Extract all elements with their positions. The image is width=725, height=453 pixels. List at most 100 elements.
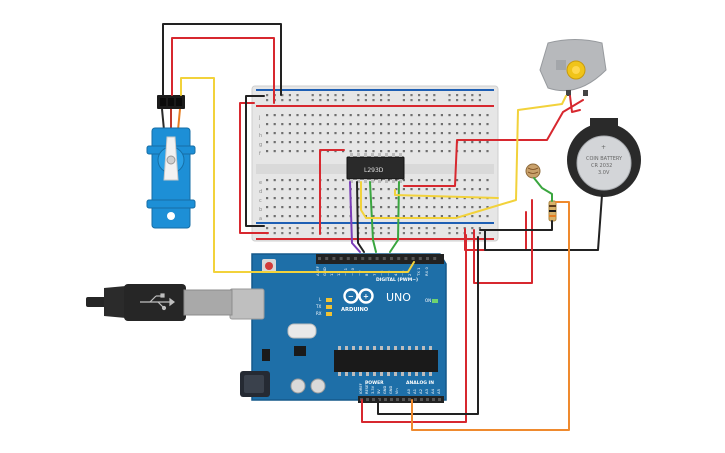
hole [478,99,481,102]
hole [418,132,421,135]
capacitor [310,378,326,394]
hole [387,188,390,191]
hole [366,372,369,376]
hole [448,132,451,135]
hole [311,123,314,126]
hole [425,132,428,135]
wire-rail-black-left [245,95,265,227]
battery-label-line3: 3.0V [598,170,610,176]
hole [304,123,307,126]
hole [418,215,421,218]
hole [399,153,402,157]
hole [266,123,269,126]
usb-plug-metal [183,289,233,316]
hole [486,141,489,144]
hole [326,215,329,218]
hole [478,232,481,235]
hole [288,123,291,126]
pin-label: A4 [430,388,435,394]
hole [425,206,428,209]
hole [311,99,314,102]
hole [463,188,466,191]
hole [486,150,489,153]
hole [418,141,421,144]
hole [463,114,466,117]
hole [414,398,417,401]
hole [433,94,436,97]
hole [326,141,329,144]
hole [364,197,367,200]
hole [402,132,405,135]
hole [385,179,388,183]
hole [266,227,269,230]
wire-ldr-red [473,199,533,284]
hole [387,227,390,230]
hole [380,206,383,209]
hole [395,123,398,126]
hole [368,257,372,260]
hole [364,227,367,230]
hole [311,197,314,200]
led-l-label: L [319,297,322,302]
hole [402,398,405,401]
wire-purple [349,181,361,253]
hole [387,232,390,235]
hole [288,114,291,117]
servo-mount-tab [146,199,196,209]
hole [296,188,299,191]
hole [382,257,386,260]
hole [334,99,337,102]
hole [448,188,451,191]
hole [361,257,365,260]
hole [373,372,376,376]
hole [311,227,314,230]
hole [342,94,345,97]
hole [471,215,474,218]
row-letter: i [259,124,260,130]
hole [402,114,405,117]
hole [433,197,436,200]
hole [352,346,355,350]
hole [288,188,291,191]
hole [273,123,276,126]
hole [387,179,390,182]
hole [410,150,413,153]
wire-battery-ground [484,194,603,251]
hole [433,141,436,144]
hole [471,150,474,153]
hole [433,150,436,153]
hole [266,132,269,135]
hole [357,179,360,183]
hole [349,150,352,153]
hole [456,197,459,200]
hole [281,141,284,144]
hole [440,197,443,200]
hole [326,94,329,97]
hole [364,206,367,209]
hole [296,206,299,209]
hole [319,114,322,117]
hole [311,132,314,135]
wire-servo-power [171,37,275,104]
led-l [326,298,332,302]
hole [380,232,383,235]
hole [411,257,415,260]
hole [326,232,329,235]
hole [296,123,299,126]
pin-label: 5V [377,389,381,394]
hole [354,257,357,260]
hole [288,132,291,135]
hole [440,132,443,135]
wire-motor-lead [569,95,581,113]
hole [366,398,369,401]
hole [338,346,341,350]
hole [281,123,284,126]
pin-label: 13 [329,271,334,276]
hole [281,94,284,97]
hole [342,179,345,182]
hole [425,94,428,97]
hole [440,215,443,218]
hole [380,215,383,218]
hole [334,132,337,135]
hole [342,206,345,209]
